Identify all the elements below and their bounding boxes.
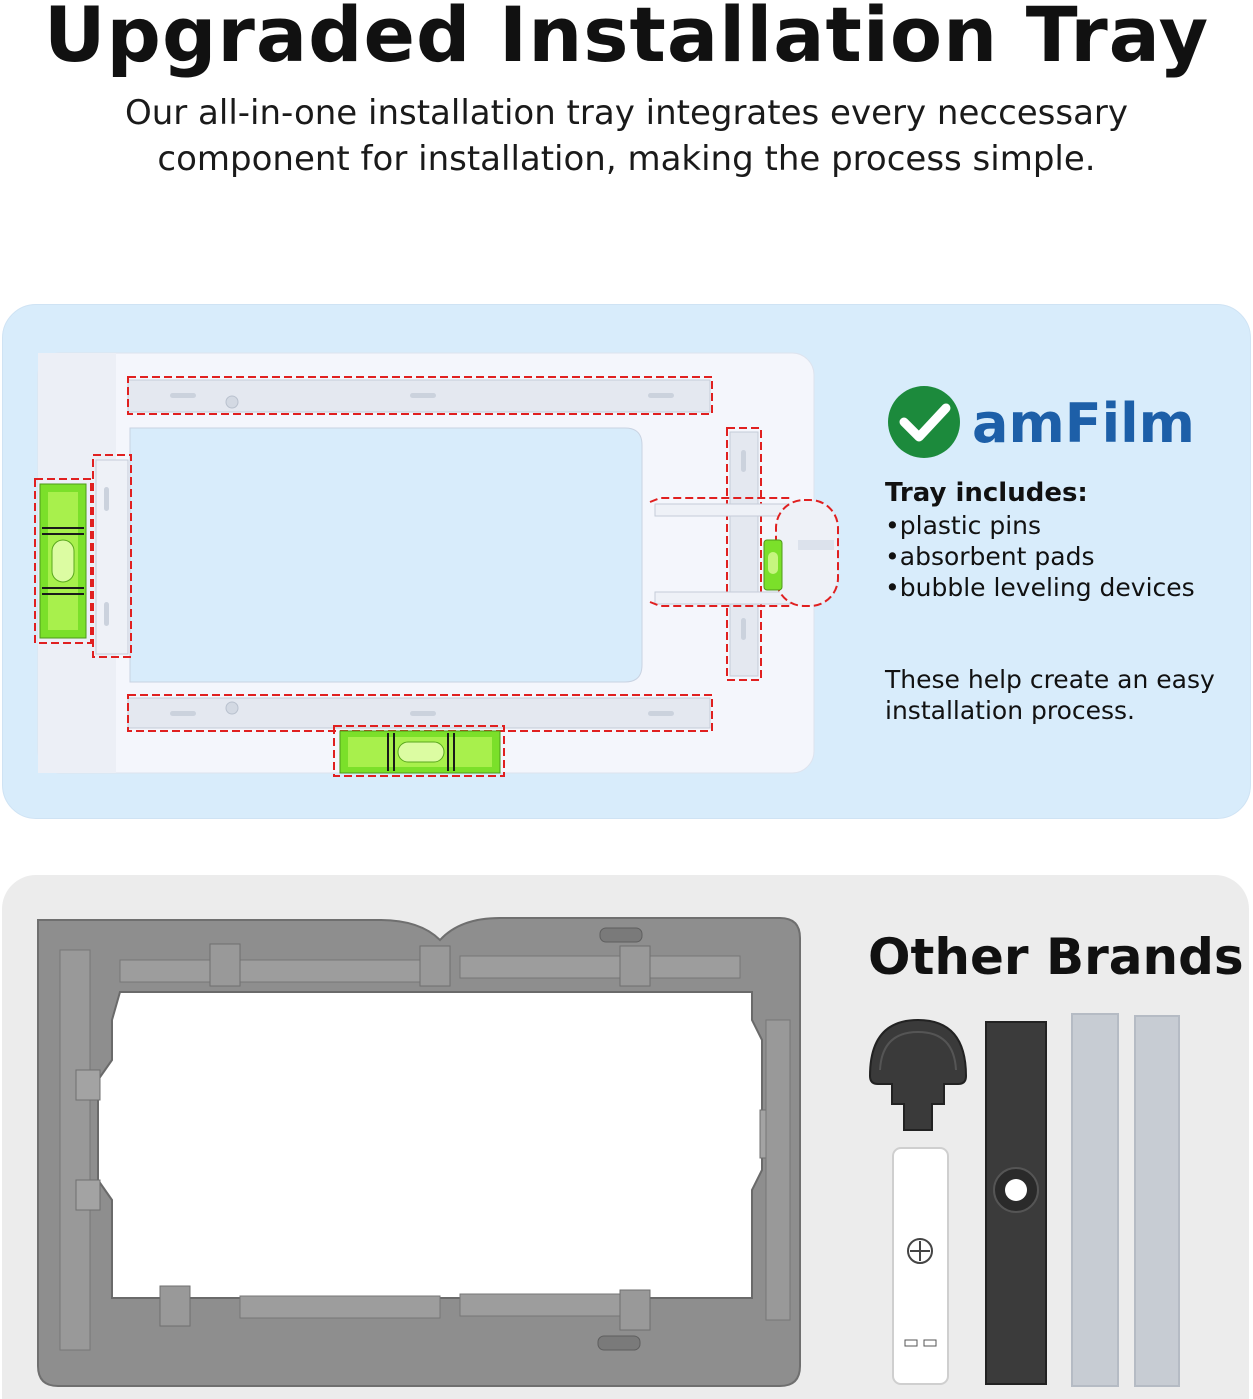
amfilm-brand-name: amFilm <box>972 392 1195 455</box>
plastic-pin-top <box>225 395 239 409</box>
page-subtitle: Our all-in-one installation tray integra… <box>0 90 1253 182</box>
subtitle-line-2: component for installation, making the p… <box>157 139 1096 179</box>
tray-includes-list: plastic pins absorbent pads bubble level… <box>885 510 1195 603</box>
other-brand-gray-strip <box>1134 1015 1180 1387</box>
other-brand-pin <box>868 1018 968 1131</box>
list-item: bubble leveling devices <box>885 572 1195 603</box>
note-line-1: These help create an easy <box>885 665 1215 694</box>
plastic-pin-bottom <box>225 701 239 715</box>
other-brands-title: Other Brands <box>868 928 1244 986</box>
other-brand-black-strip <box>985 1021 1047 1385</box>
other-brand-gray-strip <box>1071 1013 1119 1387</box>
page-title: Upgraded Installation Tray <box>43 0 1210 79</box>
check-circle-icon <box>888 386 960 458</box>
other-brand-white-strip <box>892 1147 949 1385</box>
amfilm-brand-logo <box>888 386 960 458</box>
note-line-2: installation process. <box>885 696 1135 725</box>
left-rail <box>95 459 129 655</box>
other-tray-window <box>97 991 763 1299</box>
check-mark-icon <box>899 403 951 442</box>
list-item: plastic pins <box>885 510 1195 541</box>
amfilm-tray-window <box>129 427 643 683</box>
tray-includes-title: Tray includes: <box>885 478 1088 508</box>
tray-note: These help create an easy installation p… <box>885 664 1235 726</box>
subtitle-line-1: Our all-in-one installation tray integra… <box>124 93 1129 133</box>
list-item: absorbent pads <box>885 541 1195 572</box>
